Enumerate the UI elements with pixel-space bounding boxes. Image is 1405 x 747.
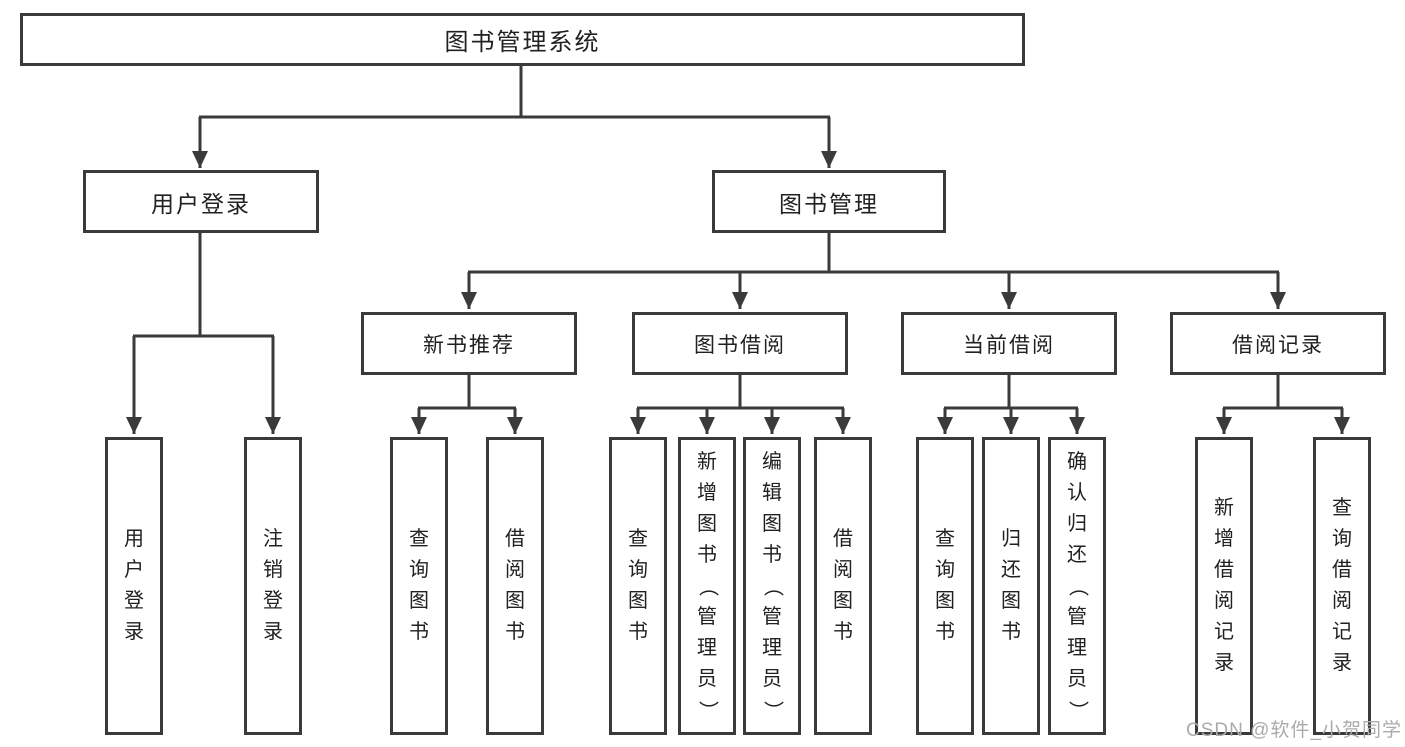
node-new-book-recommend-label: 新书推荐 (423, 333, 515, 357)
leaf-borrow-books-1: 借阅图书 (486, 437, 544, 735)
leaf-return-books-label: 归还图书 (1001, 528, 1021, 643)
node-root-label: 图书管理系统 (444, 29, 601, 56)
node-book-borrow: 图书借阅 (632, 312, 848, 375)
leaf-user-login-label: 用户登录 (124, 528, 144, 643)
leaf-query-books-2: 查询图书 (609, 437, 667, 735)
leaf-add-book-admin-label: 新增图书（管理员） (696, 450, 719, 721)
leaf-edit-book-admin: 编辑图书（管理员） (743, 437, 801, 735)
leaf-logout-label: 注销登录 (263, 528, 283, 643)
node-book-management-label: 图书管理 (779, 190, 879, 217)
leaf-confirm-return-admin: 确认归还（管理员） (1048, 437, 1106, 735)
connector-user-login (133, 231, 274, 338)
leaf-add-borrow-record: 新增借阅记录 (1195, 437, 1253, 735)
leaf-query-books-1-label: 查询图书 (409, 528, 429, 643)
node-new-book-recommend: 新书推荐 (361, 312, 577, 375)
leaf-query-books-3-label: 查询图书 (935, 528, 955, 643)
node-book-borrow-label: 图书借阅 (694, 333, 786, 357)
node-borrow-records-label: 借阅记录 (1232, 333, 1324, 357)
connector-root (199, 64, 830, 119)
node-current-borrow: 当前借阅 (901, 312, 1117, 375)
leaf-add-borrow-record-label: 新增借阅记录 (1214, 497, 1234, 674)
leaf-query-books-1: 查询图书 (390, 437, 448, 735)
leaf-add-book-admin: 新增图书（管理员） (678, 437, 736, 735)
leaf-query-borrow-record-label: 查询借阅记录 (1332, 497, 1352, 674)
leaf-query-books-2-label: 查询图书 (628, 528, 648, 643)
leaf-borrow-books-2: 借阅图书 (814, 437, 872, 735)
leaf-return-books: 归还图书 (982, 437, 1040, 735)
leaf-borrow-books-1-label: 借阅图书 (505, 528, 525, 643)
node-current-borrow-label: 当前借阅 (963, 333, 1055, 357)
csdn-watermark: CSDN @软件_小贺同学 (1186, 720, 1402, 741)
leaf-query-borrow-record: 查询借阅记录 (1313, 437, 1371, 735)
node-book-management: 图书管理 (712, 170, 946, 233)
leaf-query-books-3: 查询图书 (916, 437, 974, 735)
leaf-user-login: 用户登录 (105, 437, 163, 735)
leaf-confirm-return-admin-label: 确认归还（管理员） (1066, 450, 1089, 721)
connector-book-management (468, 231, 1279, 274)
leaf-logout: 注销登录 (244, 437, 302, 735)
node-borrow-records: 借阅记录 (1170, 312, 1386, 375)
leaf-edit-book-admin-label: 编辑图书（管理员） (761, 450, 784, 721)
node-root: 图书管理系统 (20, 13, 1025, 66)
connector-level3-stems (467, 373, 1280, 408)
leaf-borrow-books-2-label: 借阅图书 (833, 528, 853, 643)
node-user-login-label: 用户登录 (151, 190, 251, 217)
node-user-login: 用户登录 (83, 170, 319, 233)
